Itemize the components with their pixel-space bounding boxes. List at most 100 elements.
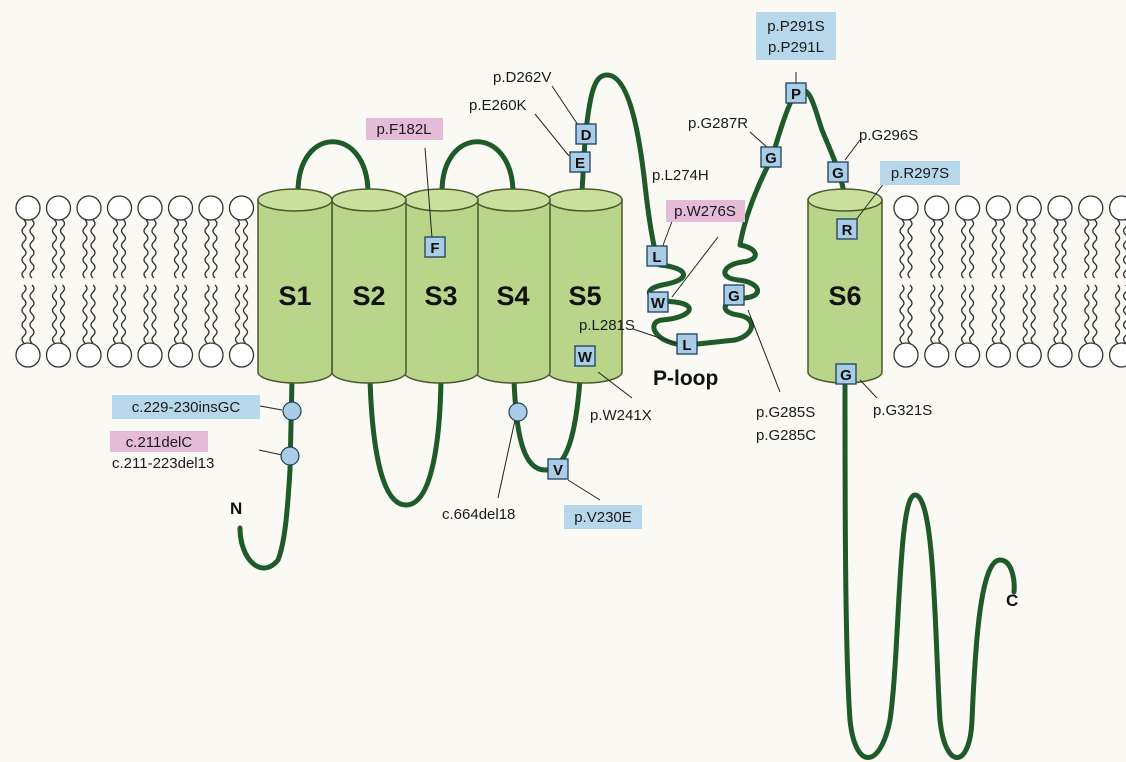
lipid-tail (1062, 285, 1066, 343)
lipid-head (169, 343, 193, 367)
lipid-head (1110, 343, 1126, 367)
lipid-tail (900, 220, 904, 278)
lipid-tail (175, 285, 179, 343)
segment-label-s2: S2 (352, 281, 385, 311)
segment-label-s4: S4 (496, 281, 529, 311)
residue-g285-letter: G (728, 288, 740, 305)
lipid-tail (908, 220, 912, 278)
lipid-tail (931, 220, 935, 278)
residue-e260-letter: E (575, 155, 585, 172)
residue-w276: W (648, 292, 668, 312)
residue-l281: L (677, 334, 697, 354)
mutation-label-e260k: p.E260K (469, 97, 527, 114)
lipid-tail (152, 285, 156, 343)
mutation-tag-c229: c.229-230insGC (112, 395, 260, 419)
mutation-label-f182l: p.F182L (376, 121, 431, 138)
lipid-head (16, 196, 40, 220)
mutation-label-d262v: p.D262V (493, 69, 551, 86)
lipid-tail (1085, 285, 1089, 343)
lipid-tail (962, 285, 966, 343)
lipid-tail (1054, 285, 1058, 343)
mutation-label-v230e: p.V230E (574, 509, 632, 526)
mutation-tag-w276s: p.W276S (666, 200, 745, 222)
lipid-tail (213, 285, 217, 343)
lipid-tail (61, 220, 65, 278)
residue-g287: G (761, 147, 781, 167)
lipid-head (138, 343, 162, 367)
residue-g287-letter: G (765, 150, 777, 167)
mutation-label-w276s: p.W276S (674, 203, 736, 220)
mutation-label-g285s: p.G285S (756, 404, 815, 421)
lipid-head (108, 196, 132, 220)
mutation-label-c664del18: c.664del18 (442, 506, 515, 523)
residue-g321-letter: G (840, 367, 852, 384)
lipid-tail (205, 220, 209, 278)
mutation-label-p291s: p.P291S (767, 18, 825, 35)
lipid-tail (1000, 220, 1004, 278)
lipid-tail (1062, 220, 1066, 278)
lipid-tail (970, 285, 974, 343)
lipid-head (1017, 196, 1041, 220)
residue-r297-letter: R (842, 222, 853, 239)
lipid-tail (1000, 285, 1004, 343)
lipid-tail (91, 285, 95, 343)
lipid-tail (144, 220, 148, 278)
segment-label-s1: S1 (278, 281, 311, 311)
lipid-head (925, 343, 949, 367)
loop-s3-s4 (442, 142, 513, 192)
lipid-tail (53, 220, 57, 278)
lipid-head (16, 343, 40, 367)
lipid-head (986, 196, 1010, 220)
lipid-head (986, 343, 1010, 367)
lipid-tail (992, 285, 996, 343)
residue-f182: F (425, 237, 445, 257)
mutation-label-w241x: p.W241X (590, 407, 652, 424)
lipid-head (77, 196, 101, 220)
residue-v230-letter: V (553, 462, 563, 479)
n-terminus-label: N (230, 499, 242, 518)
lipid-tail (205, 285, 209, 343)
residue-f182-letter: F (430, 240, 439, 257)
lipid-tail (213, 220, 217, 278)
lipid-tail (83, 285, 87, 343)
lipid-head (894, 343, 918, 367)
residue-w241: W (575, 346, 595, 366)
residue-l274: L (647, 246, 667, 266)
lipid-tail (61, 285, 65, 343)
mutation-label-c211delc: c.211delC (126, 434, 193, 451)
lipid-tail (244, 285, 248, 343)
lipid-tail (22, 220, 26, 278)
mutation-label-c229-230insgc: c.229-230insGC (132, 399, 241, 416)
lipid-tail (83, 220, 87, 278)
residue-v230: V (548, 459, 568, 479)
lipid-tail (22, 285, 26, 343)
lipid-tail (122, 285, 126, 343)
lipid-head (138, 196, 162, 220)
mutation-label-l281s: p.L281S (579, 317, 635, 334)
lipid-tail (900, 285, 904, 343)
lipid-head (77, 343, 101, 367)
residue-l274-letter: L (652, 249, 661, 266)
mutation-label-l274h: p.L274H (652, 167, 709, 184)
lipid-tail (30, 220, 34, 278)
residue-g296: G (828, 162, 848, 182)
lipid-head (47, 196, 71, 220)
lipid-tail (236, 220, 240, 278)
lipid-tail (992, 220, 996, 278)
residue-d262: D (576, 124, 596, 144)
mutation-label-r297s: p.R297S (891, 165, 949, 182)
lipid-tail (908, 285, 912, 343)
lipid-tail (236, 285, 240, 343)
residue-w241-letter: W (578, 349, 593, 366)
lipid-tail (30, 285, 34, 343)
loop-s4-s5 (514, 380, 580, 470)
lipid-head (199, 196, 223, 220)
lipid-tail (114, 285, 118, 343)
lipid-tail (962, 220, 966, 278)
lipid-head (1079, 343, 1103, 367)
lipid-tail (931, 285, 935, 343)
lipid-head (1079, 196, 1103, 220)
mutation-tag-r297s: p.R297S (880, 161, 960, 185)
